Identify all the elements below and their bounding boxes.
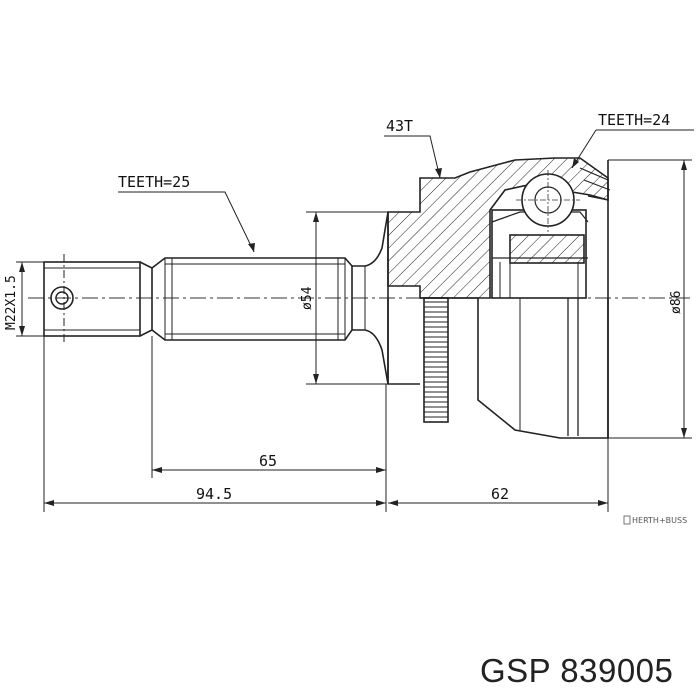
- label-abs-teeth: 43T: [386, 117, 413, 135]
- product-caption: GSP 839005: [480, 652, 673, 690]
- dimension-lines: [16, 129, 694, 512]
- brand-name: GSP: [480, 652, 551, 689]
- label-teeth-shaft: TEETH=25: [118, 173, 190, 191]
- splined-shaft: [151, 211, 389, 385]
- label-teeth-inner: TEETH=24: [598, 111, 670, 129]
- label-dia-shaft: ø54: [300, 286, 315, 310]
- part-number: 839005: [560, 652, 674, 689]
- label-length-65: 65: [259, 452, 277, 470]
- cotter-hole: [50, 286, 74, 310]
- arrowheads: [19, 158, 687, 506]
- label-thread: M22X1.5: [4, 275, 19, 330]
- watermark-logo-icon: [623, 515, 631, 525]
- cotter-hole-inner: [55, 291, 69, 305]
- watermark: HERTH+BUSS: [632, 516, 687, 525]
- label-length-94-5: 94.5: [196, 485, 232, 503]
- threaded-end: [43, 254, 153, 344]
- label-dia-outer: ø86: [669, 291, 684, 314]
- label-length-62: 62: [491, 485, 509, 503]
- abs-ring: [423, 297, 449, 423]
